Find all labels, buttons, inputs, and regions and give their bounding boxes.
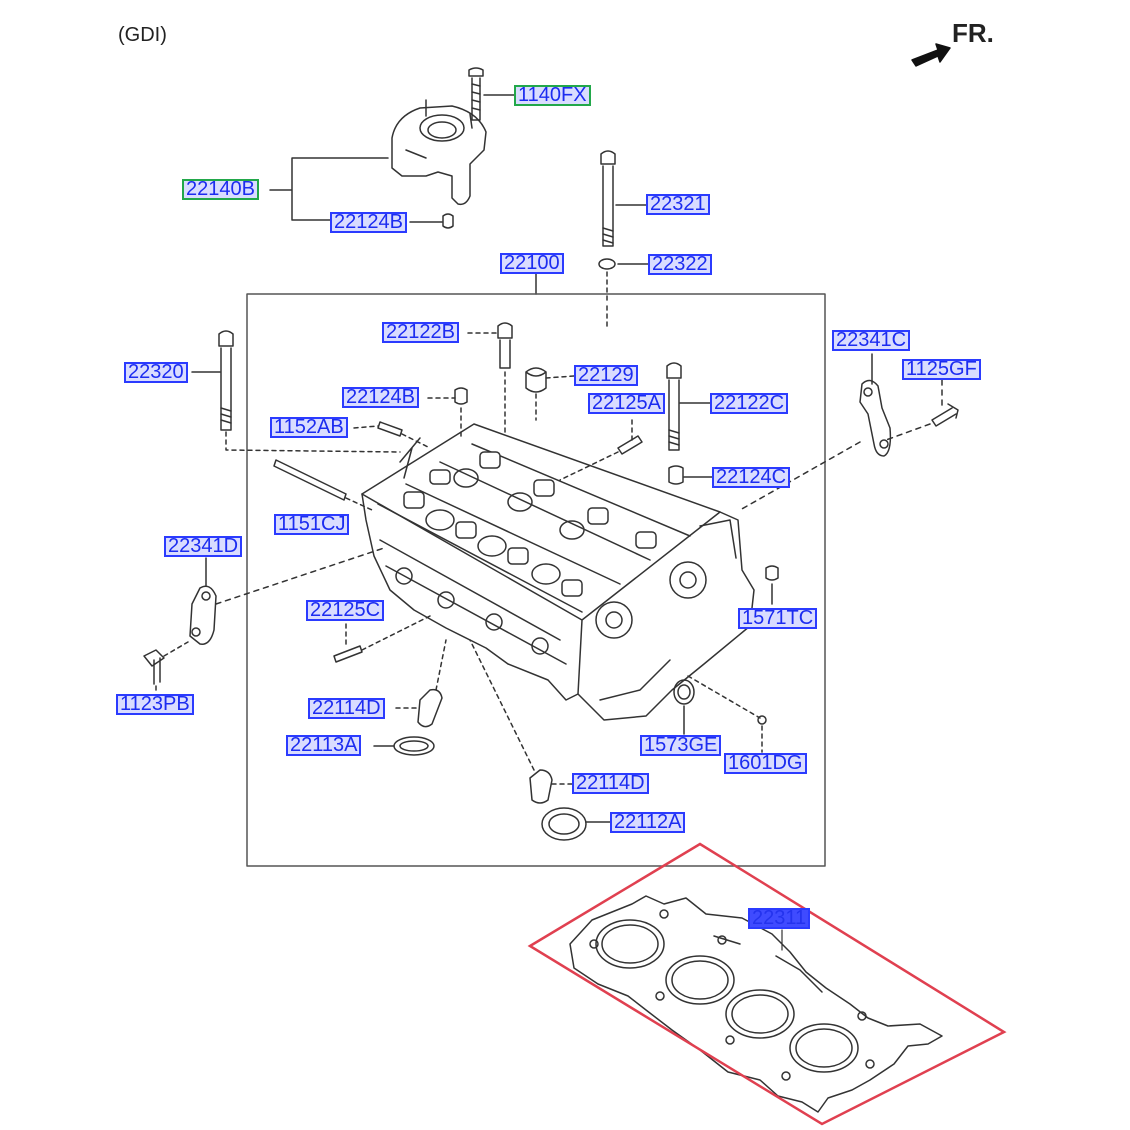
highlight-outline — [527, 842, 1007, 1126]
seal-22112a-drawing — [541, 807, 587, 841]
callout-22100[interactable]: 22100 — [500, 253, 564, 274]
pin-22124b-drawing — [454, 387, 468, 405]
front-arrow-icon — [911, 43, 951, 67]
pin-1601dg-drawing — [757, 715, 767, 725]
bolt-22122c-drawing — [666, 362, 682, 451]
callout-1123pb[interactable]: 1123PB — [116, 694, 194, 715]
dowel-22114d-left-drawing — [417, 688, 443, 728]
cylinder-head-22100-drawing — [361, 423, 755, 721]
callout-22322[interactable]: 22322 — [648, 254, 712, 275]
callout-22341c[interactable]: 22341C — [832, 330, 911, 351]
plug-1571tc-drawing — [765, 565, 779, 581]
callout-22125c[interactable]: 22125C — [306, 600, 385, 621]
bolt-22321-drawing — [600, 150, 616, 247]
variant-label: (GDI) — [118, 24, 167, 46]
callout-22114d-left[interactable]: 22114D — [308, 698, 385, 719]
callout-22112a[interactable]: 22112A — [610, 812, 686, 833]
stud-1152ab-drawing — [377, 421, 403, 437]
callout-1140fx[interactable]: 1140FX — [514, 85, 591, 106]
pin-22124b-top-drawing — [442, 213, 454, 229]
seal-1573ge-drawing — [673, 679, 695, 705]
callout-1573ge[interactable]: 1573GE — [640, 735, 722, 756]
pin-22124c-drawing — [668, 465, 684, 485]
callout-22124b[interactable]: 22124B — [342, 387, 419, 408]
bolt-1140fx-drawing — [468, 67, 484, 121]
callout-1151cj[interactable]: 1151CJ — [274, 514, 350, 535]
callout-1571tc[interactable]: 1571TC — [738, 608, 818, 629]
callout-22341d[interactable]: 22341D — [164, 536, 243, 557]
bolt-22122b-drawing — [497, 322, 513, 369]
callout-22140b[interactable]: 22140B — [182, 179, 259, 200]
callout-22321[interactable]: 22321 — [646, 194, 710, 215]
washer-22322-drawing — [598, 258, 616, 270]
bolt-1123pb-drawing — [143, 649, 165, 685]
callout-1125gf[interactable]: 1125GF — [902, 359, 981, 380]
bracket-22341c-drawing — [859, 379, 892, 457]
callout-22124c[interactable]: 22124C — [712, 467, 791, 488]
bracket-22140b-drawing — [391, 99, 487, 206]
stud-1151cj-drawing — [273, 459, 347, 501]
bolt-1125gf-drawing — [931, 403, 959, 427]
stud-22125a-drawing — [617, 435, 643, 455]
callout-22114d-right[interactable]: 22114D — [572, 773, 649, 794]
callout-1152ab[interactable]: 1152AB — [270, 417, 348, 438]
callout-1601dg[interactable]: 1601DG — [724, 753, 807, 774]
bracket-22341d-drawing — [189, 585, 217, 645]
stud-22125c-drawing — [333, 645, 363, 663]
callout-22311-selected[interactable]: 22311 — [748, 908, 811, 929]
callout-22113a[interactable]: 22113A — [286, 735, 362, 756]
callout-22122c[interactable]: 22122C — [710, 393, 789, 414]
bolt-22320-drawing — [218, 330, 234, 431]
dowel-22114d-right-drawing — [529, 769, 553, 804]
callout-22320[interactable]: 22320 — [124, 362, 188, 383]
cap-22129-drawing — [525, 367, 547, 393]
callout-22122b[interactable]: 22122B — [382, 322, 459, 343]
front-direction-label: FR. — [952, 18, 994, 48]
callout-22125a[interactable]: 22125A — [588, 393, 665, 414]
seal-22113a-drawing — [393, 736, 435, 756]
callout-22124b-top[interactable]: 22124B — [330, 212, 407, 233]
assembly-box-22100 — [246, 293, 826, 867]
callout-22129[interactable]: 22129 — [574, 365, 638, 386]
